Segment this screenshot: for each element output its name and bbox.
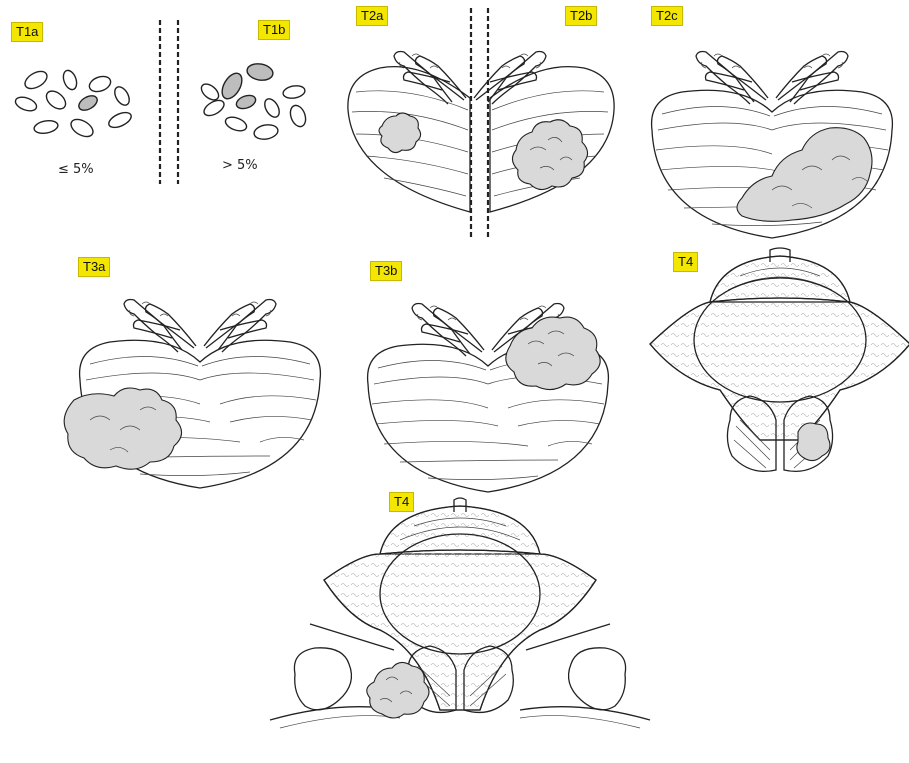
t1b-cells [198, 62, 308, 141]
t1a-percent-label: ≤ 5% [58, 162, 94, 177]
t4-bottom-gland [270, 498, 650, 728]
stage-label-t1a: T1a [11, 22, 43, 42]
stage-label-t2a: T2a [356, 6, 388, 26]
t4-top-gland [650, 248, 909, 471]
t1a-cells [14, 68, 134, 140]
stage-label-t2b: T2b [565, 6, 597, 26]
stage-label-t3a: T3a [78, 257, 110, 277]
t3a-gland [64, 300, 320, 489]
t2a-gland [348, 52, 546, 213]
stage-label-t4-top: T4 [673, 252, 698, 272]
t3b-gland [368, 304, 609, 493]
stage-label-t3b: T3b [370, 261, 402, 281]
stage-label-t4-bottom: T4 [389, 492, 414, 512]
t2c-gland [652, 52, 893, 239]
t2b-gland [490, 67, 614, 212]
stage-label-t2c: T2c [651, 6, 683, 26]
stage-label-t1b: T1b [258, 20, 290, 40]
t1b-percent-label: > 5% [222, 158, 258, 173]
dashed-separators [160, 8, 488, 240]
